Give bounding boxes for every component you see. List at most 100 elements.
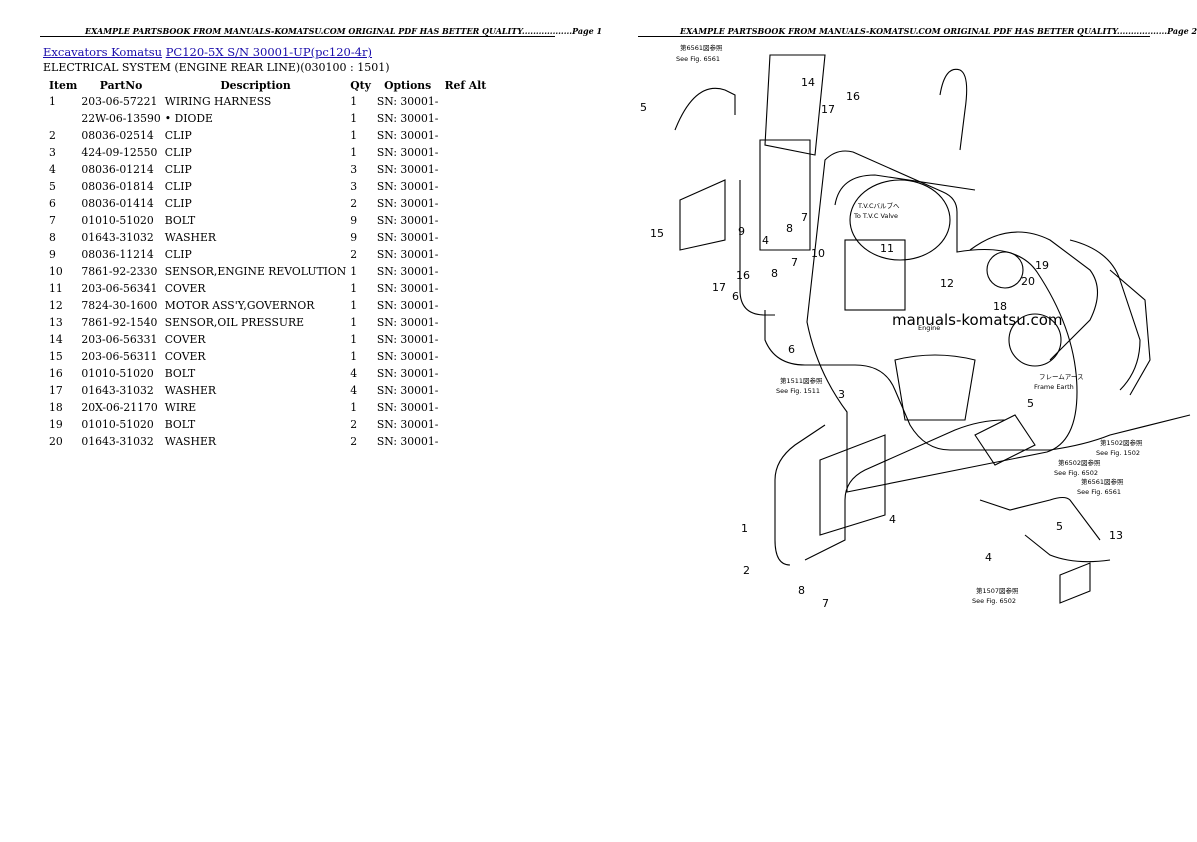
cell-qty: 4: [350, 384, 358, 397]
cell-item: 11: [49, 282, 63, 295]
callout-7: 7: [822, 597, 829, 610]
cell-item: 2: [49, 129, 56, 142]
callout-3: 3: [838, 388, 845, 401]
cell-qty: 1: [350, 333, 358, 346]
cell-description: • DIODE: [164, 112, 213, 125]
callout-17: 17: [821, 103, 835, 116]
cell-item: 9: [49, 248, 56, 261]
cell-qty: 1: [350, 401, 358, 414]
cell-item: 20: [49, 435, 63, 448]
callout-12: 12: [940, 277, 954, 290]
cell-ref-alt: [440, 212, 490, 229]
cell-item: 18: [49, 401, 63, 414]
col-header-qty: Qty: [350, 78, 371, 92]
cell-item: 7: [49, 214, 56, 227]
cell-description: WASHER: [164, 231, 216, 244]
cell-ref-alt: [440, 382, 490, 399]
diagram-callout-numbers: 14 17 16 5 7 8 15 9 4 11 10 16 17 8 7 6 …: [640, 76, 1123, 610]
callout-6: 6: [732, 290, 739, 303]
cell-partno: 20X-06-21170: [81, 401, 158, 414]
col-header-item: Item: [49, 78, 78, 92]
cell-description: CLIP: [164, 129, 192, 142]
note-see-6561-jp: 第6561図参照: [680, 43, 723, 52]
cell-qty: 4: [350, 367, 358, 380]
callout-10: 10: [811, 247, 825, 260]
cell-options: SN: 30001-: [376, 146, 439, 159]
note-see-1511: See Fig. 1511: [776, 387, 820, 395]
cell-ref-alt: [440, 246, 490, 263]
cell-partno: 01010-51020: [81, 367, 154, 380]
callout-1: 1: [741, 522, 748, 535]
cell-partno: 203-06-56341: [81, 282, 158, 295]
callout-20: 20: [1021, 275, 1035, 288]
table-row: 22W-06-13590• DIODE 1 SN: 30001-: [43, 110, 490, 127]
callout-5: 5: [1056, 520, 1063, 533]
cell-item: 1: [49, 95, 56, 108]
callout-5: 5: [1027, 397, 1034, 410]
cell-partno: 01643-31032: [81, 231, 154, 244]
cell-partno: 01010-51020: [81, 214, 154, 227]
parts-diagram: 14 17 16 5 7 8 15 9 4 11 10 16 17 8 7 6 …: [640, 43, 1191, 610]
cell-qty: 3: [350, 180, 358, 193]
page-header-left: EXAMPLE PARTSBOOK FROM MANUALS-KOMATSU.C…: [85, 26, 603, 36]
note-see-6561: See Fig. 6561: [676, 55, 720, 63]
callout-19: 19: [1035, 259, 1049, 272]
cell-item: 14: [49, 333, 63, 346]
callout-7: 7: [801, 211, 808, 224]
link-model-pc120[interactable]: PC120-5X S/N 30001-UP(pc120-4r): [165, 45, 373, 59]
cell-options: SN: 30001-: [376, 333, 439, 346]
callout-18: 18: [993, 300, 1007, 313]
callout-13: 13: [1109, 529, 1123, 542]
cell-qty: 1: [350, 282, 358, 295]
cell-qty: 1: [350, 129, 358, 142]
cell-item: 5: [49, 180, 56, 193]
cell-description: CLIP: [164, 180, 192, 193]
cell-qty: 1: [350, 299, 358, 312]
cell-item: 10: [49, 265, 63, 278]
cell-qty: 3: [350, 163, 358, 176]
cell-qty: 1: [350, 112, 358, 125]
note-see-6561b-jp: 第6561図参照: [1081, 477, 1124, 486]
callout-17: 17: [712, 281, 726, 294]
cell-description: BOLT: [164, 214, 196, 227]
note-see-6561b: See Fig. 6561: [1077, 488, 1121, 496]
cell-item: 17: [49, 384, 63, 397]
cell-partno: 08036-01814: [81, 180, 154, 193]
cell-ref-alt: [440, 144, 490, 161]
cell-options: SN: 30001-: [376, 231, 439, 244]
cell-qty: 2: [350, 248, 358, 261]
cell-options: SN: 30001-: [376, 367, 439, 380]
cell-ref-alt: [440, 348, 490, 365]
cell-ref-alt: [440, 280, 490, 297]
cell-ref-alt: [440, 263, 490, 280]
cell-description: CLIP: [164, 146, 192, 159]
cell-description: COVER: [164, 350, 206, 363]
cell-partno: 22W-06-13590: [81, 112, 161, 125]
link-excavators-komatsu[interactable]: Excavators Komatsu: [43, 45, 163, 59]
cell-item: 16: [49, 367, 63, 380]
note-see-1502: See Fig. 1502: [1096, 449, 1140, 457]
breadcrumb: Excavators Komatsu PC120-5X S/N 30001-UP…: [43, 45, 372, 59]
cell-qty: 2: [350, 197, 358, 210]
cell-partno: 7861-92-2330: [81, 265, 158, 278]
col-header-ref-alt: Ref Alt: [444, 78, 487, 92]
cell-partno: 01643-31032: [81, 435, 154, 448]
cell-options: SN: 30001-: [376, 316, 439, 329]
header-rule-right: [638, 36, 1150, 37]
cell-description: SENSOR,ENGINE REVOLUTION: [164, 265, 347, 278]
cell-ref-alt: [440, 433, 490, 450]
cell-partno: 01010-51020: [81, 418, 154, 431]
cell-options: SN: 30001-: [376, 112, 439, 125]
cell-ref-alt: [440, 365, 490, 382]
cell-options: SN: 30001-: [376, 384, 439, 397]
col-header-partno: PartNo: [99, 78, 143, 92]
cell-options: SN: 30001-: [376, 282, 439, 295]
